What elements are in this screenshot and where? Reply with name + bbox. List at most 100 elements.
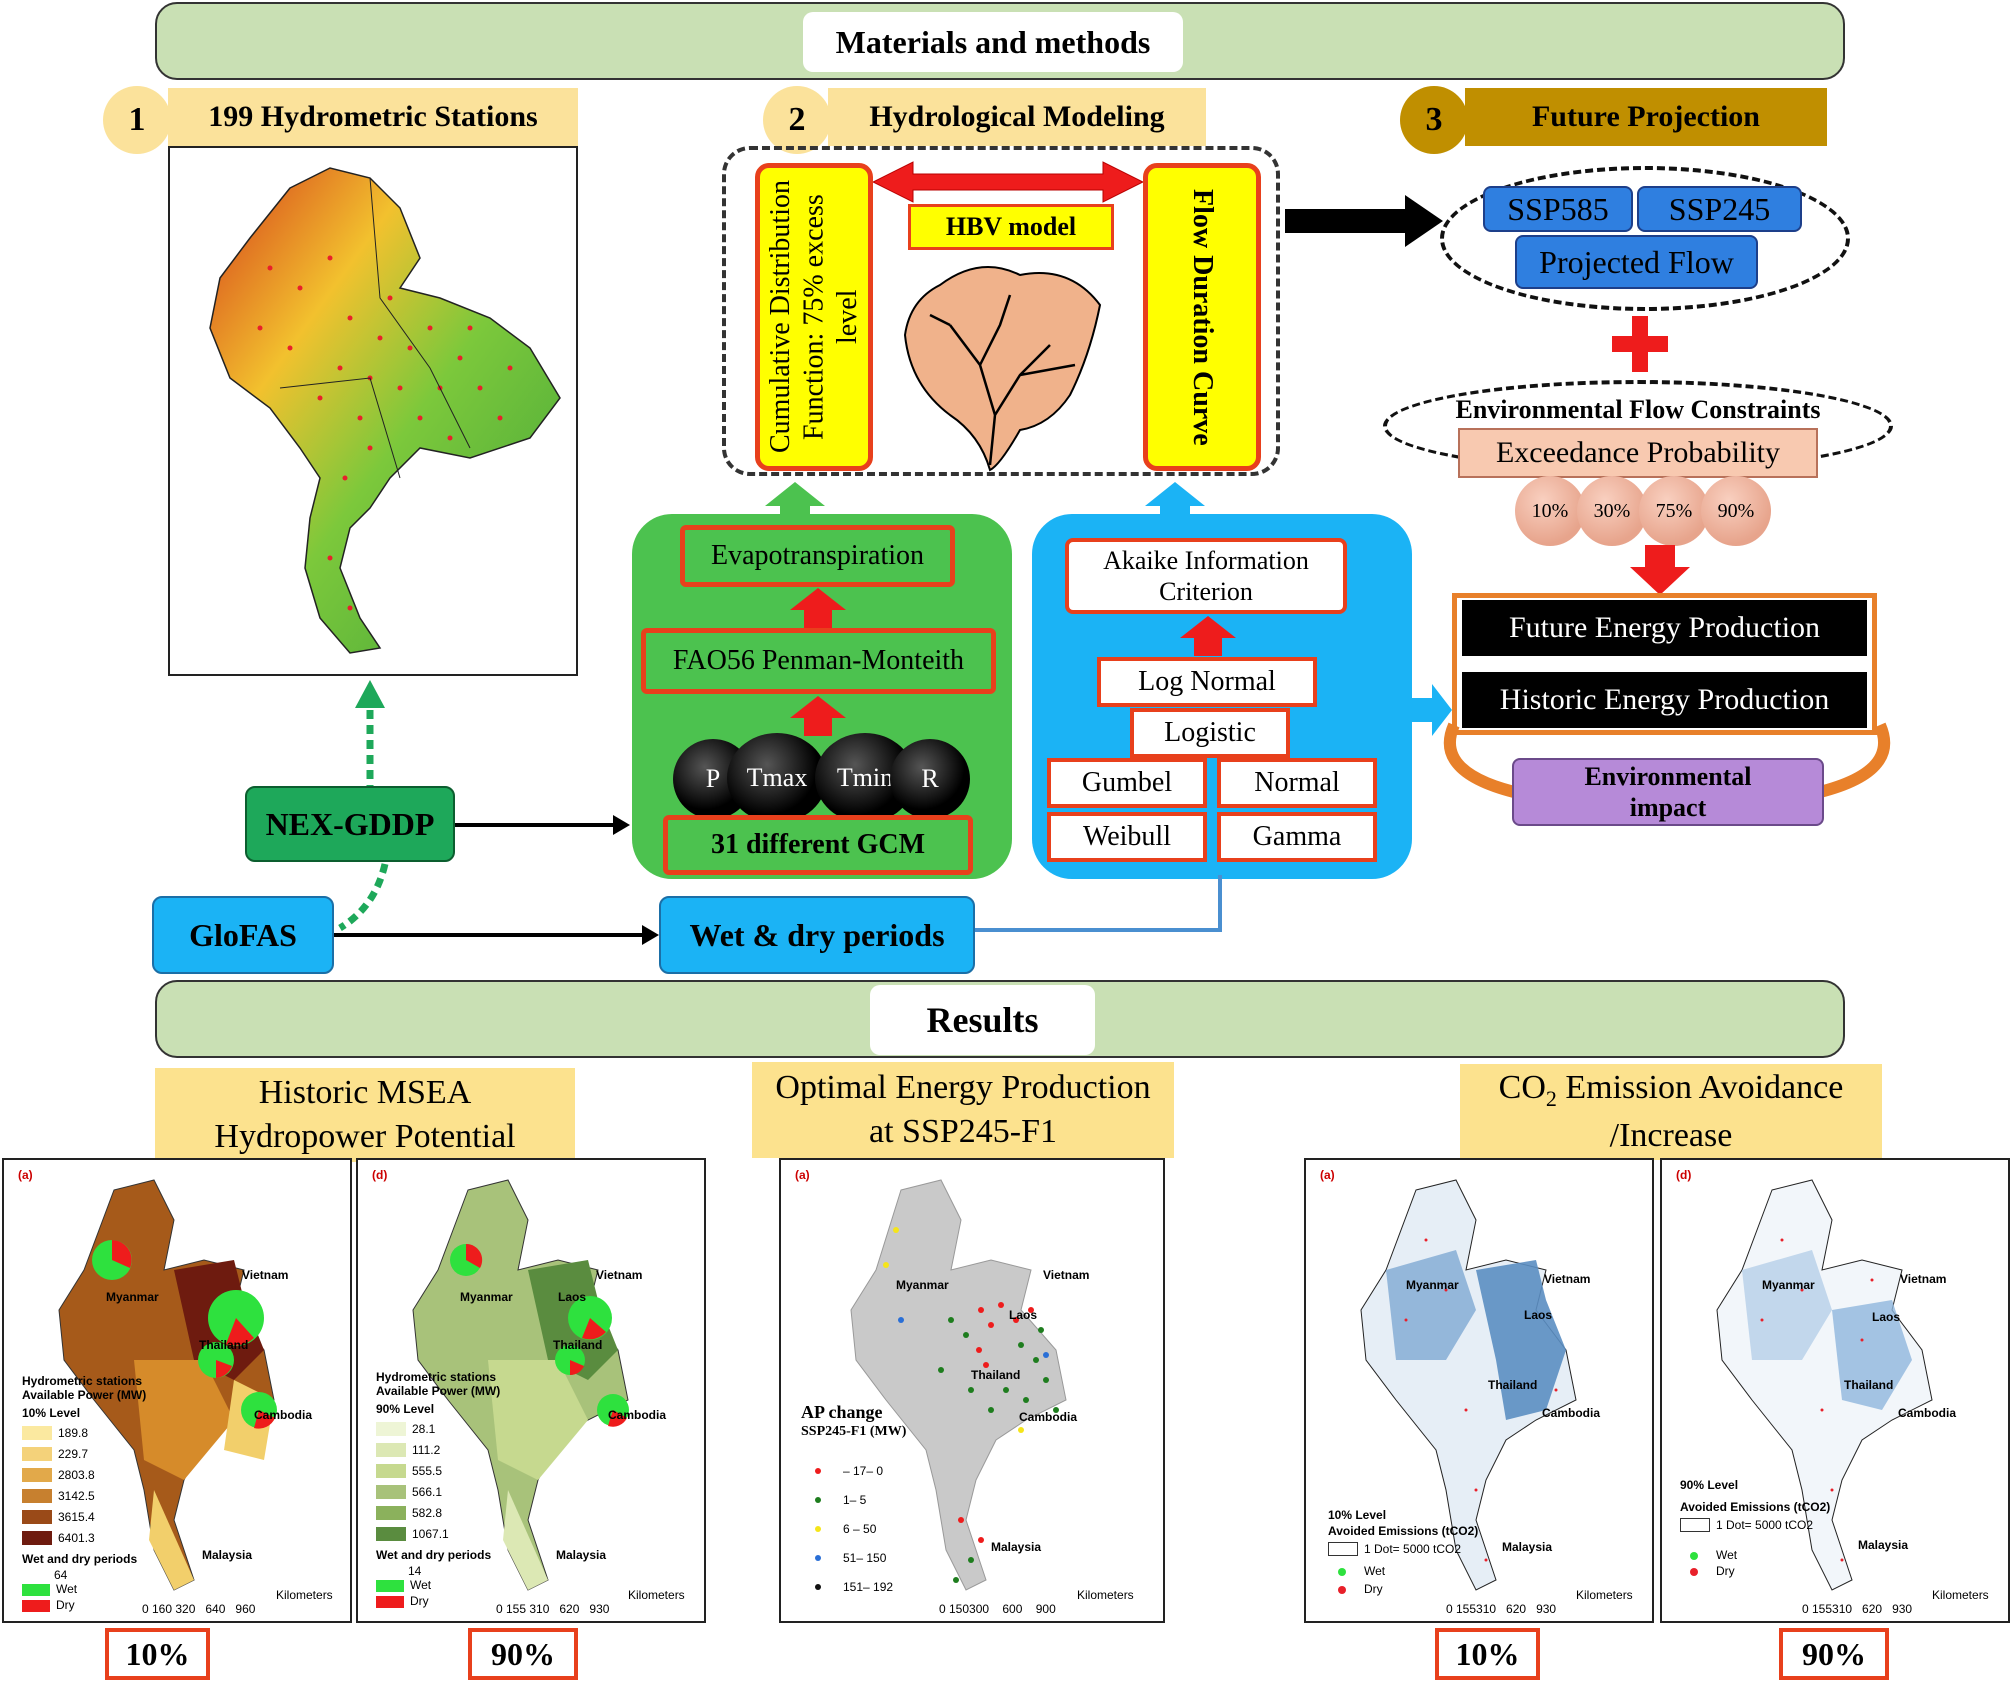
- hbv-double-arrow: [873, 161, 1143, 203]
- m4-malaysia: Malaysia: [1502, 1540, 1553, 1554]
- m3-thailand: Thailand: [971, 1368, 1021, 1382]
- m1-legend-label: 189.8: [58, 1425, 89, 1440]
- gcm-box: 31 different GCM: [663, 815, 973, 875]
- m1-myanmar: Myanmar: [106, 1290, 159, 1304]
- m1-km: Kilometers: [276, 1588, 333, 1602]
- m3-tag: (a): [795, 1168, 810, 1182]
- m5-dot-swatch: [1680, 1518, 1710, 1532]
- m1-wet: Wet: [56, 1582, 78, 1596]
- nex-up-dotted-arrow: [355, 680, 385, 788]
- glofas-box: GloFAS: [152, 896, 334, 974]
- m1-stations: Hydrometric stations: [22, 1374, 143, 1388]
- step-2-number: 2: [763, 86, 831, 154]
- m2-legend-label: 1067.1: [412, 1526, 449, 1541]
- m1-tag: (a): [18, 1168, 33, 1182]
- dist-lognormal: Log Normal: [1097, 657, 1317, 707]
- green-arrow-1: [790, 588, 846, 628]
- m1-legend-label: 2803.8: [58, 1467, 95, 1482]
- m2-dry: Dry: [410, 1594, 429, 1608]
- m1-legend-item: 229.7: [22, 1443, 95, 1464]
- ssp-ellipse: [1440, 166, 1850, 311]
- m2-tag: (d): [372, 1168, 388, 1182]
- nex-to-green-arrow: [455, 815, 630, 835]
- m2-level: 90% Level: [376, 1402, 435, 1416]
- m3-legend: – 17– 0 1– 5 6 – 50 51– 150 151– 192: [815, 1456, 893, 1601]
- result-title-historic: Historic MSEA Hydropower Potential: [155, 1068, 575, 1162]
- m1-scale: 0 160 320 640 960: [142, 1602, 256, 1616]
- var-r: R: [890, 739, 970, 819]
- m2-legend-item: 566.1: [376, 1481, 449, 1502]
- m5-thailand: Thailand: [1844, 1378, 1894, 1392]
- historic-energy-box: Historic Energy Production: [1462, 672, 1867, 728]
- m2-legend-label: 582.8: [412, 1505, 443, 1520]
- pct-ball-10: 10%: [1515, 476, 1585, 546]
- m3-legend-label: 151– 192: [843, 1579, 894, 1594]
- m2-legend-label: 28.1: [412, 1421, 436, 1436]
- m2-legend-item: 582.8: [376, 1502, 449, 1523]
- hydro-to-projection-arrow: [1285, 195, 1443, 247]
- dist-gumbel: Gumbel: [1047, 758, 1207, 808]
- m5-avoided: Avoided Emissions (tCO2): [1680, 1500, 1831, 1514]
- m2-legend-label: 555.5: [412, 1463, 443, 1478]
- m4-wet-dot: [1338, 1568, 1346, 1576]
- m1-malaysia: Malaysia: [202, 1548, 253, 1562]
- m2-km: Kilometers: [628, 1588, 685, 1602]
- result-title-optimal: Optimal Energy Production at SSP245-F1: [752, 1062, 1174, 1158]
- m2-size: 14: [408, 1564, 422, 1578]
- m2-vietnam: Vietnam: [596, 1268, 643, 1282]
- hydro-model-box: [722, 146, 1280, 476]
- glofas-to-wetdry-arrow: [334, 925, 659, 945]
- m2-scale: 0 155 310 620 930: [496, 1602, 610, 1616]
- co2-sub: 2: [1545, 1086, 1557, 1111]
- m4-avoided: Avoided Emissions (tCO2): [1328, 1524, 1479, 1538]
- m3-legend-label: 1– 5: [843, 1492, 867, 1507]
- m3-legend-item: 6 – 50: [815, 1514, 893, 1543]
- m3-malaysia: Malaysia: [991, 1540, 1042, 1554]
- m2-wet: Wet: [410, 1578, 432, 1592]
- m1-vietnam: Vietnam: [242, 1268, 289, 1282]
- m3-legend-item: 151– 192: [815, 1572, 893, 1601]
- m3-ap-sub: SSP245-F1 (MW): [801, 1424, 907, 1439]
- map-co2-10-graphic: [1360, 1179, 1577, 1591]
- pct-ball-30: 30%: [1577, 476, 1647, 546]
- m2-legend-item: 111.2: [376, 1439, 449, 1460]
- m3-legend-label: – 17– 0: [843, 1463, 884, 1478]
- m3-legend-item: 51– 150: [815, 1543, 893, 1572]
- blue-arrow-1: [1180, 616, 1236, 656]
- nex-gddp-box: NEX-GDDP: [245, 786, 455, 862]
- m5-dry-dot: [1690, 1568, 1698, 1576]
- m1-dry: Dry: [56, 1598, 75, 1612]
- step-3-number: 3: [1400, 86, 1468, 154]
- co2-text: CO2 Emission Avoidance /Increase: [1480, 1066, 1862, 1158]
- aic-box: Akaike Information Criterion: [1065, 538, 1347, 614]
- m1-thailand: Thailand: [199, 1338, 249, 1352]
- m1-legend-item: 189.8: [22, 1422, 95, 1443]
- stations-map: [168, 146, 578, 676]
- m3-laos: Laos: [1009, 1308, 1038, 1322]
- dist-logistic: Logistic: [1130, 708, 1290, 758]
- pct-label-historic-10: 10%: [105, 1628, 210, 1680]
- m2-cambodia: Cambodia: [608, 1408, 667, 1422]
- evapotranspiration-box: Evapotranspiration: [680, 525, 955, 587]
- m4-wet: Wet: [1364, 1564, 1386, 1578]
- m1-cambodia: Cambodia: [254, 1408, 313, 1422]
- m2-laos: Laos: [558, 1290, 587, 1304]
- dist-normal: Normal: [1217, 758, 1377, 808]
- m4-tag: (a): [1320, 1168, 1335, 1182]
- down-arrow-energy: [1630, 545, 1690, 595]
- step-3-label: Future Projection: [1465, 88, 1827, 146]
- m5-tag: (d): [1676, 1168, 1692, 1182]
- wetdry-box: Wet & dry periods: [659, 896, 975, 974]
- m5-vietnam: Vietnam: [1900, 1272, 1947, 1286]
- projected-flow-box: Projected Flow: [1515, 235, 1758, 289]
- m4-scale: 0 155310 620 930: [1446, 1602, 1557, 1616]
- fdc-text: Flow Duration Curve: [1186, 188, 1218, 446]
- m1-legend-item: 6401.3: [22, 1527, 95, 1548]
- m1-size: 64: [54, 1568, 68, 1582]
- m5-laos: Laos: [1872, 1310, 1901, 1324]
- result-title-co2: CO2 Emission Avoidance /Increase: [1460, 1064, 1882, 1160]
- pct-ball-90: 90%: [1701, 476, 1771, 546]
- m1-legend-label: 229.7: [58, 1446, 89, 1461]
- green-up-arrow: [765, 482, 825, 522]
- m5-wet: Wet: [1716, 1548, 1738, 1562]
